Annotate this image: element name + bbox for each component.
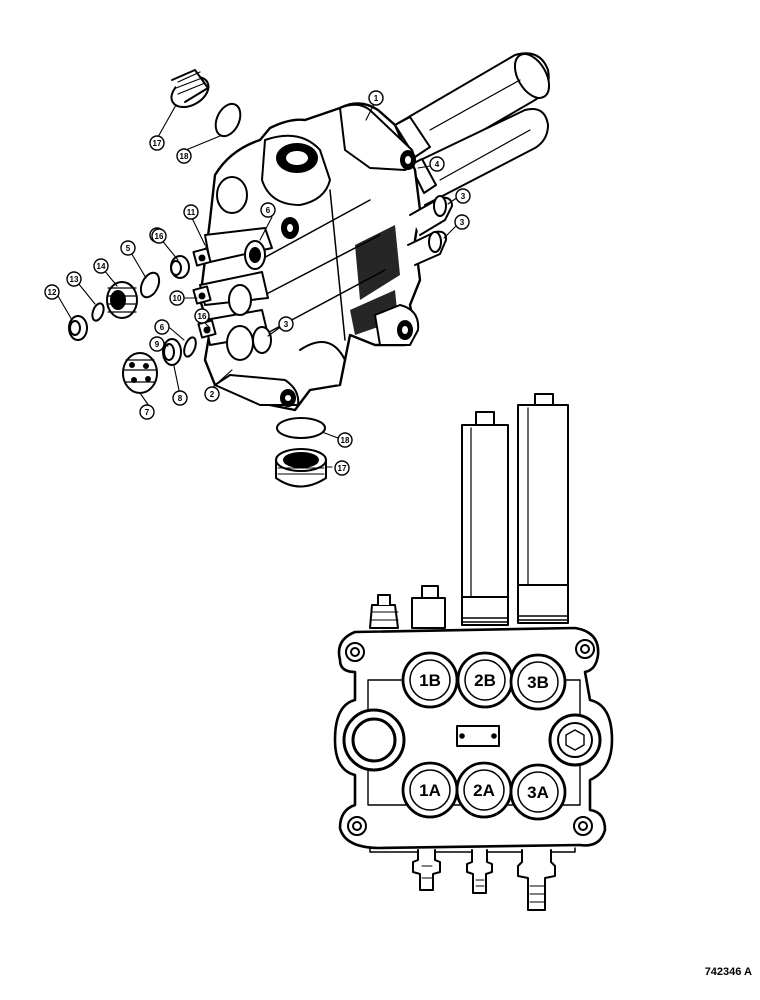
callout-number: 17 bbox=[153, 139, 162, 148]
callout-circle bbox=[139, 404, 155, 420]
callout-circle bbox=[149, 135, 165, 151]
callout-circle bbox=[44, 284, 60, 300]
callout-11: 11 bbox=[183, 204, 199, 220]
port-label-3a: 3A bbox=[527, 783, 549, 802]
callout-1: 1 bbox=[368, 90, 384, 106]
callout-leaders bbox=[57, 103, 459, 468]
callout-circle bbox=[194, 308, 210, 324]
callout-number: 16 bbox=[155, 232, 164, 241]
callout-number: 6 bbox=[160, 323, 165, 332]
callout-number: 18 bbox=[180, 152, 189, 161]
callout-circle bbox=[429, 156, 445, 172]
callout-number: 5 bbox=[126, 244, 131, 253]
callout-circle bbox=[454, 214, 470, 230]
callout-14: 14 bbox=[93, 258, 109, 274]
callout-number: 17 bbox=[338, 464, 347, 473]
callout-number: 13 bbox=[70, 275, 79, 284]
callout-circle bbox=[151, 228, 167, 244]
exploded-valve-body bbox=[192, 52, 551, 412]
callout-circle bbox=[183, 204, 199, 220]
callout-5: 5 bbox=[120, 240, 136, 256]
callout-circle bbox=[337, 432, 353, 448]
callout-number: 8 bbox=[178, 394, 183, 403]
callout-number: 3 bbox=[460, 218, 465, 227]
callout-10: 10 bbox=[169, 290, 185, 306]
callout-12: 12 bbox=[44, 284, 60, 300]
callout-17: 17 bbox=[334, 460, 350, 476]
callout-number: 10 bbox=[173, 294, 182, 303]
callout-number: 1 bbox=[374, 94, 379, 103]
callout-circle bbox=[120, 240, 136, 256]
callout-circle bbox=[154, 319, 170, 335]
callout-16: 16 bbox=[151, 228, 167, 244]
callout-3: 3 bbox=[455, 188, 471, 204]
callout-number: 18 bbox=[341, 436, 350, 445]
callout-circle bbox=[278, 316, 294, 332]
callout-circle bbox=[149, 336, 165, 352]
callout-9: 9 bbox=[149, 336, 165, 352]
port-label-2a: 2A bbox=[473, 781, 495, 800]
callout-number: 7 bbox=[145, 408, 150, 417]
callout-number: 16 bbox=[198, 312, 207, 321]
callout-17: 17 bbox=[149, 135, 165, 151]
callout-6: 6 bbox=[260, 202, 276, 218]
callout-circle bbox=[172, 390, 188, 406]
callout-number: 2 bbox=[210, 390, 215, 399]
callout-circle bbox=[334, 460, 350, 476]
callout-18: 18 bbox=[176, 148, 192, 164]
callout-number: 4 bbox=[435, 160, 440, 169]
assembled-valve bbox=[333, 393, 614, 911]
callout-circle bbox=[260, 202, 276, 218]
callout-18: 18 bbox=[337, 432, 353, 448]
callout-number: 6 bbox=[266, 206, 271, 215]
callout-circle bbox=[169, 290, 185, 306]
port-label-1a: 1A bbox=[419, 781, 441, 800]
callout-circle bbox=[368, 90, 384, 106]
callout-circle bbox=[93, 258, 109, 274]
port-label-2b: 2B bbox=[474, 671, 496, 690]
callout-number: 14 bbox=[97, 262, 106, 271]
callout-number: 3 bbox=[461, 192, 466, 201]
callout-circle bbox=[66, 271, 82, 287]
callout-number: 11 bbox=[187, 208, 196, 217]
callout-number: 12 bbox=[48, 288, 57, 297]
callout-6: 6 bbox=[154, 319, 170, 335]
callout-number: 9 bbox=[155, 340, 160, 349]
callout-circle bbox=[455, 188, 471, 204]
port-label-1b: 1B bbox=[419, 671, 441, 690]
callout-7: 7 bbox=[139, 404, 155, 420]
callout-2: 2 bbox=[204, 386, 220, 402]
callout-8: 8 bbox=[172, 390, 188, 406]
callout-3: 3 bbox=[454, 214, 470, 230]
callout-13: 13 bbox=[66, 271, 82, 287]
port-label-3b: 3B bbox=[527, 673, 549, 692]
callout-4: 4 bbox=[429, 156, 445, 172]
figure-reference: 742346 A bbox=[704, 966, 752, 978]
callout-number: 3 bbox=[284, 320, 289, 329]
callout-circle bbox=[204, 386, 220, 402]
callout-3: 3 bbox=[278, 316, 294, 332]
callout-circle bbox=[176, 148, 192, 164]
callout-16: 16 bbox=[194, 308, 210, 324]
